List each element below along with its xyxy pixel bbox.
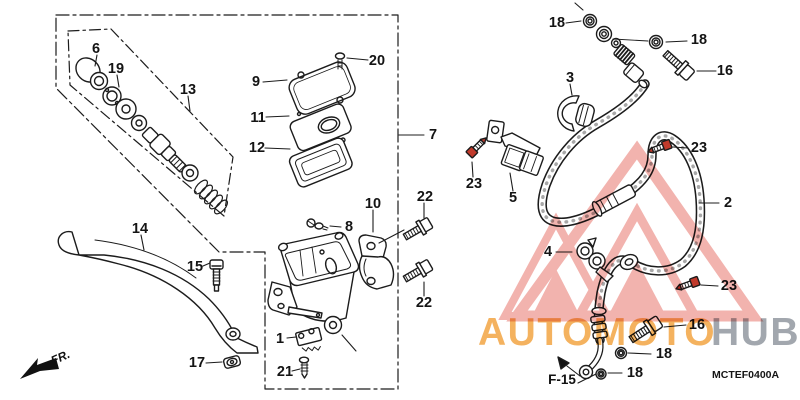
bleed-screw (306, 218, 329, 231)
part-label-22b: 22 (416, 295, 432, 311)
hose-clamp-upper (557, 95, 595, 132)
front-direction-arrow (20, 358, 59, 379)
part-label-4: 4 (544, 244, 552, 260)
watermark-text: AUTOMOTO HUB (478, 311, 800, 354)
hose-top-union (574, 2, 649, 89)
hose-bracket (486, 119, 544, 176)
watermark-triangle-inner-solid (608, 261, 666, 316)
watermark-brand-left: AUTOMOTO (478, 311, 716, 354)
clamp-bolt-lower (402, 259, 434, 283)
piston-seal (130, 114, 148, 132)
piston-cup-seal (181, 164, 199, 182)
part-label-14: 14 (132, 221, 148, 237)
part-label-7: 7 (429, 127, 437, 143)
part-label-10: 10 (365, 196, 381, 212)
sealing-washer-bottom-a (614, 346, 628, 360)
part-label-17: 17 (189, 355, 205, 371)
piston-washer (115, 98, 137, 120)
part-label-23a: 23 (466, 176, 482, 192)
front-marker-text: FR. (49, 347, 72, 368)
lever-pivot-bolt (209, 259, 224, 292)
assembly-boundary-chainline (55, 14, 399, 390)
bracket-bolt (465, 137, 487, 159)
piston-body (141, 126, 187, 173)
watermark-brand-right: HUB (711, 311, 800, 354)
figure-reference: F-15 (548, 372, 576, 387)
part-label-9: 9 (252, 74, 260, 90)
piston-boot (75, 57, 109, 91)
cap-screw (334, 52, 346, 70)
reservoir-set-plate (289, 103, 352, 152)
part-label-16a: 16 (717, 63, 733, 79)
part-label-1: 1 (276, 331, 284, 347)
part-label-6: 6 (92, 41, 100, 57)
part-label-5: 5 (509, 190, 517, 206)
part-label-11: 11 (250, 110, 265, 126)
lever-pivot-nut (222, 355, 242, 369)
banjo-bolt-top (662, 49, 695, 81)
part-label-3: 3 (566, 70, 574, 86)
sealing-washer-bottom-b (595, 368, 607, 380)
watermark (498, 140, 764, 322)
part-label-22a: 22 (417, 189, 433, 205)
f15-arrowhead (557, 356, 570, 370)
piston-set-chainline-box (67, 28, 234, 217)
handlebar-clamp (358, 234, 395, 290)
switch-screw (298, 356, 310, 379)
catalog-code: MCTEF0400A (712, 369, 780, 381)
master-cylinder-body (267, 231, 360, 335)
sealing-washer-top-right (648, 34, 664, 50)
reservoir-cap (288, 61, 356, 115)
return-spring (193, 179, 229, 215)
part-label-21: 21 (277, 364, 293, 380)
clamp-bolt-upper (402, 217, 434, 241)
part-label-8: 8 (345, 219, 353, 235)
part-label-13: 13 (180, 82, 196, 98)
watermark-triangle-left-solid (532, 269, 580, 316)
part-label-23b: 23 (691, 140, 707, 156)
reservoir-diaphragm (288, 137, 353, 188)
circlip (102, 86, 122, 106)
part-label-18a: 18 (549, 15, 565, 31)
brake-lever (57, 230, 259, 354)
part-label-12: 12 (249, 140, 265, 156)
part-label-18d: 18 (627, 365, 643, 381)
part-label-2: 2 (724, 195, 732, 211)
hose-bolt-upper (647, 138, 673, 154)
part-label-19: 19 (108, 61, 124, 77)
leader-lines (94, 20, 720, 384)
part-label-15: 15 (187, 259, 203, 275)
part-label-18b: 18 (691, 32, 707, 48)
part-label-20: 20 (369, 53, 385, 69)
part-label-18c: 18 (656, 346, 672, 362)
brake-switch (295, 326, 323, 352)
